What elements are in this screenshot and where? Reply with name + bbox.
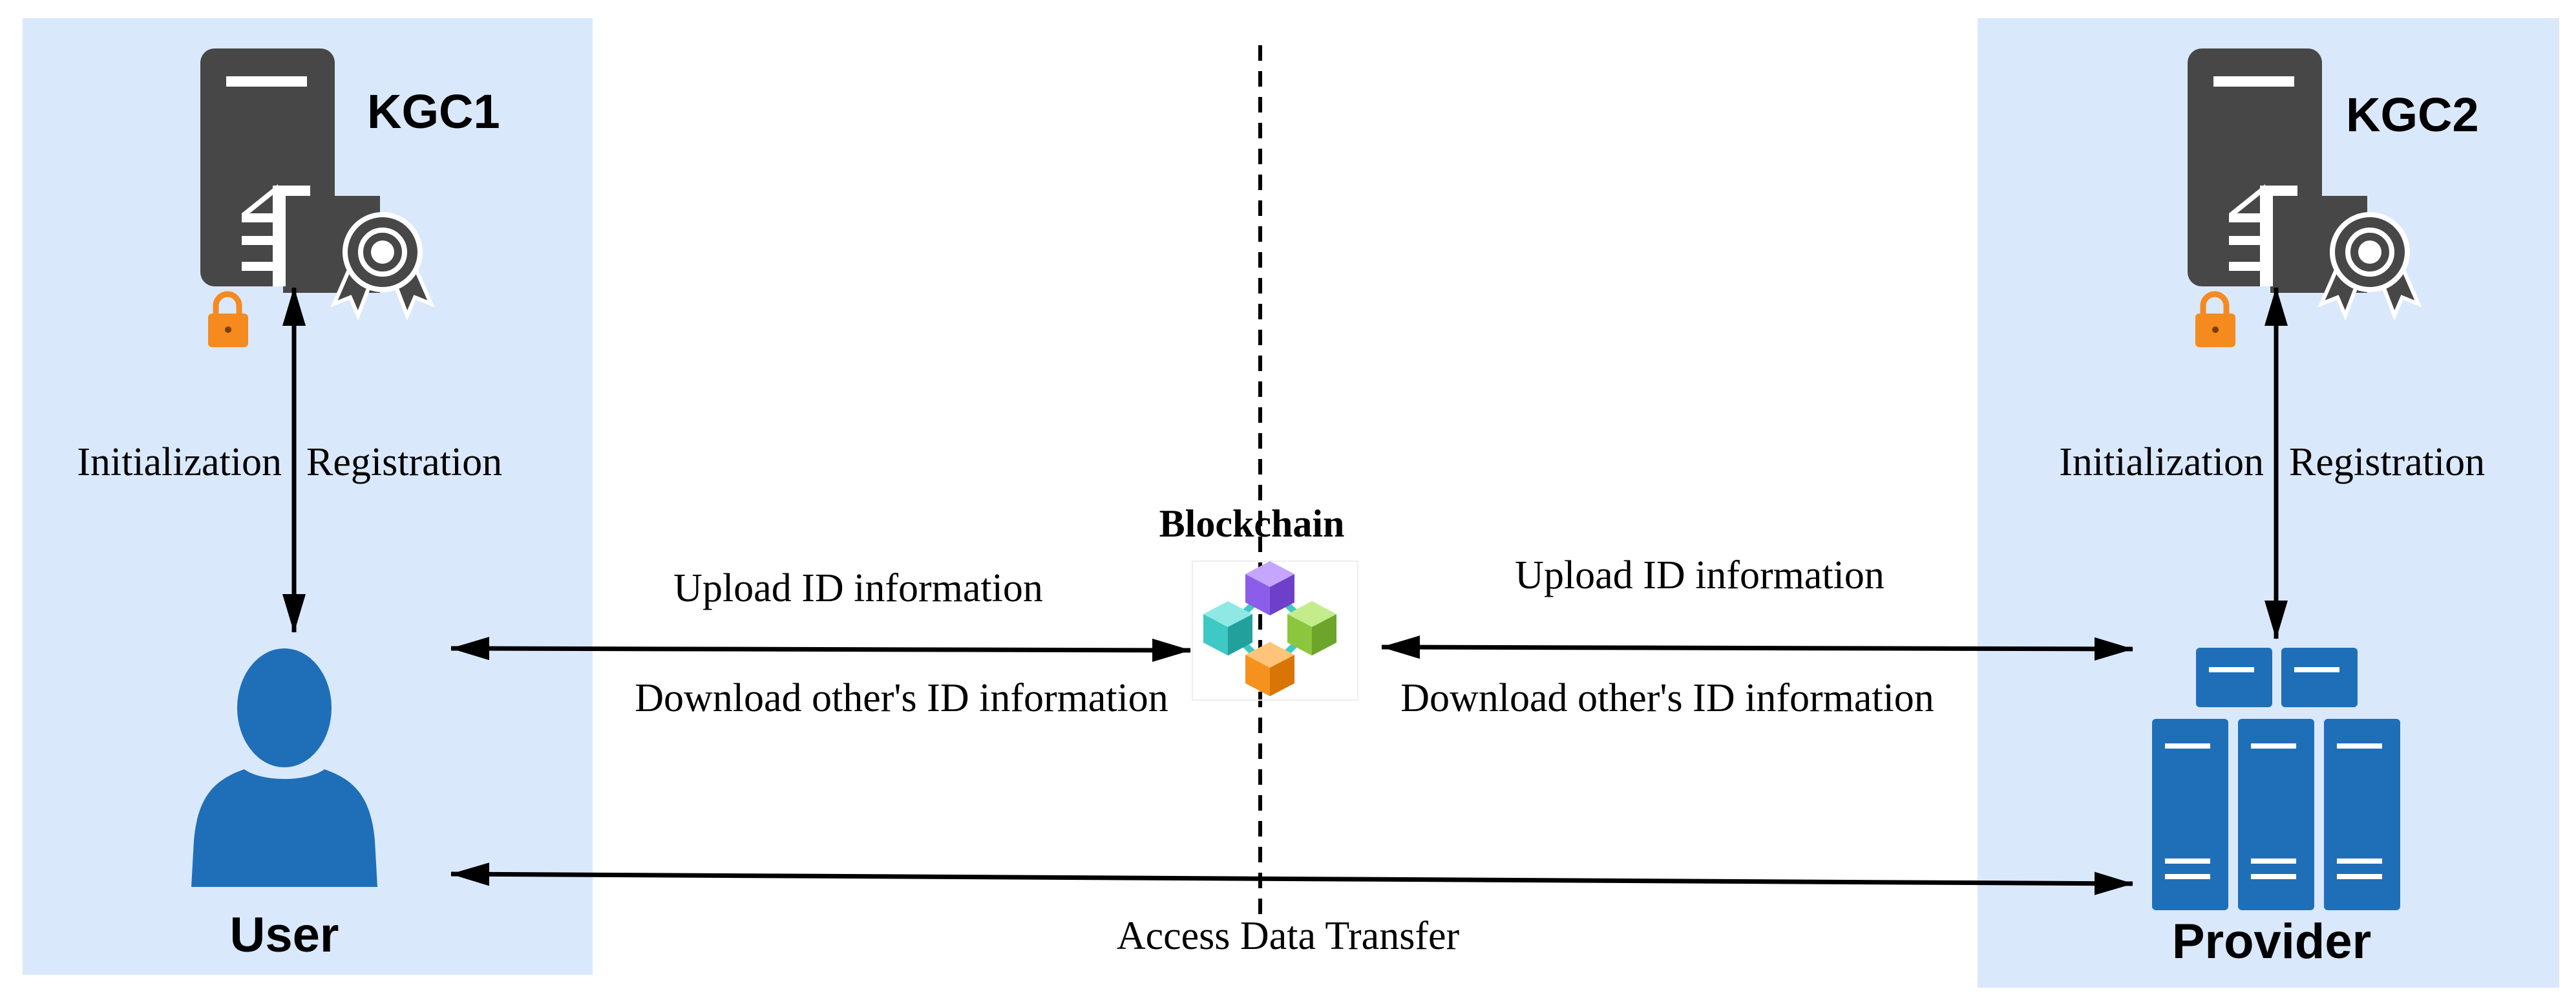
- user-label: User: [230, 908, 339, 963]
- kgc1-label: KGC1: [367, 85, 500, 138]
- right-download-label: Download other's ID information: [1400, 676, 1934, 720]
- kgc2-lock-icon: [2195, 291, 2235, 347]
- blockchain-icon: [1192, 560, 1358, 701]
- arrow-user-provider: [450, 862, 2133, 895]
- provider-server-rack-icon: [2152, 648, 2400, 910]
- blockchain-label: Blockchain: [1159, 502, 1345, 545]
- access-data-transfer-label: Access Data Transfer: [1117, 914, 1460, 958]
- left-upload-label: Upload ID information: [673, 566, 1043, 610]
- kgc1-certificate-icon: [330, 212, 435, 321]
- kgc2-label: KGC2: [2346, 88, 2479, 142]
- kgc2-server-icon: [2188, 48, 2367, 293]
- left-registration-label: Registration: [306, 440, 502, 484]
- arrow-blockchain-provider: [1381, 635, 2133, 661]
- kgc2-certificate-icon: [2317, 212, 2422, 321]
- user-icon: [191, 648, 377, 887]
- left-download-label: Download other's ID information: [635, 676, 1168, 720]
- right-registration-label: Registration: [2289, 440, 2485, 484]
- right-upload-label: Upload ID information: [1515, 553, 1884, 597]
- right-initialization-label: Initialization: [2059, 440, 2264, 484]
- arrow-user-blockchain: [450, 637, 1191, 662]
- kgc1-lock-icon: [208, 291, 248, 347]
- left-initialization-label: Initialization: [77, 440, 282, 484]
- provider-label: Provider: [2172, 914, 2371, 969]
